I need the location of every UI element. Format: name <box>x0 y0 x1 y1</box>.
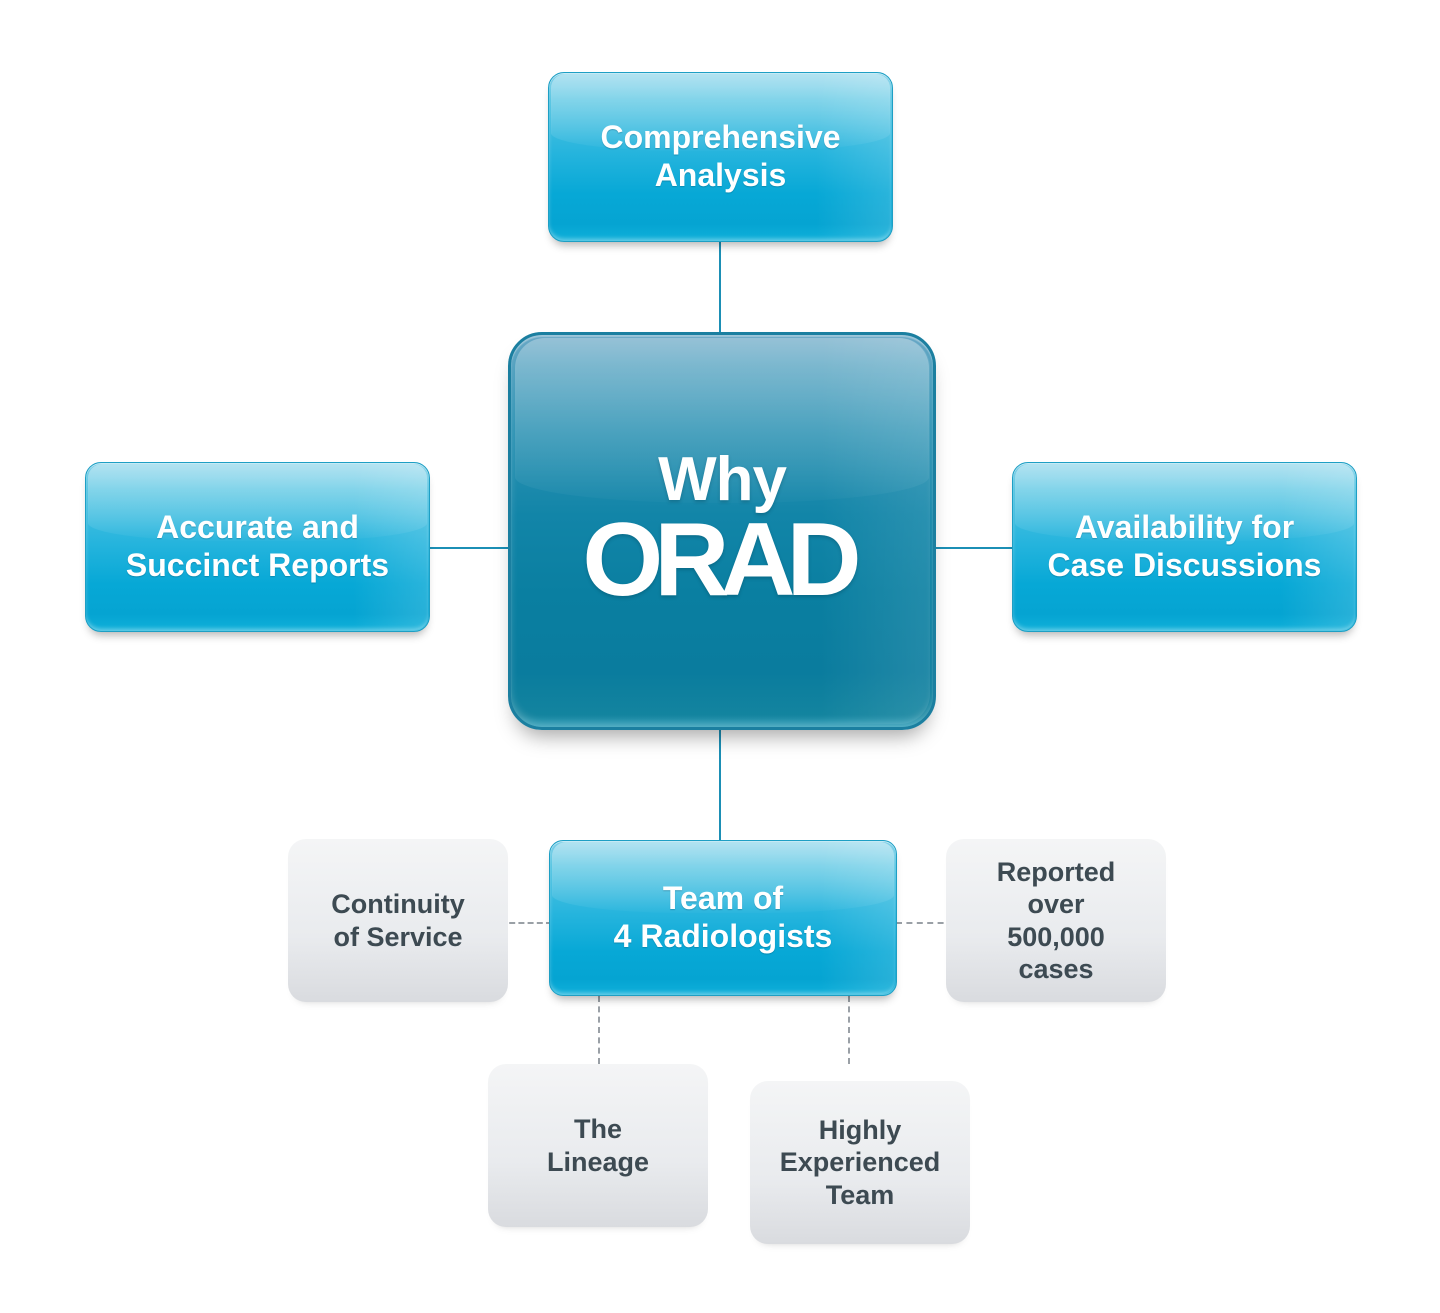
connector-center-to-right <box>934 547 1014 549</box>
center-text-stack: Why ORAD <box>511 444 933 619</box>
connector-team-to-continuity <box>500 922 552 924</box>
connector-center-to-bottom <box>719 730 721 842</box>
node-availability-case-discussions-label: Availability for Case Discussions <box>1047 509 1322 583</box>
connector-team-to-reported <box>896 922 954 924</box>
node-accurate-succinct-reports[interactable]: Accurate and Succinct Reports <box>85 462 430 632</box>
connector-center-to-top <box>719 240 721 332</box>
node-team-of-4-radiologists-label: Team of 4 Radiologists <box>613 880 833 954</box>
node-the-lineage[interactable]: The Lineage <box>488 1064 708 1227</box>
node-continuity-of-service[interactable]: Continuity of Service <box>288 839 508 1002</box>
node-reported-over-500000-cases[interactable]: Reported over 500,000 cases <box>946 839 1166 1002</box>
node-highly-experienced-team-label: Highly Experienced Team <box>779 1114 941 1210</box>
center-why-label: Why <box>658 444 787 514</box>
connector-team-to-highly-experienced <box>848 996 850 1064</box>
node-center-why-orad[interactable]: Why ORAD <box>508 332 936 730</box>
node-reported-over-500000-cases-label: Reported over 500,000 cases <box>996 856 1116 984</box>
node-availability-case-discussions[interactable]: Availability for Case Discussions <box>1012 462 1357 632</box>
connector-center-to-left <box>427 547 512 549</box>
node-highly-experienced-team[interactable]: Highly Experienced Team <box>750 1081 970 1244</box>
node-comprehensive-analysis-label: Comprehensive Analysis <box>600 119 841 193</box>
node-accurate-succinct-reports-label: Accurate and Succinct Reports <box>125 509 390 583</box>
node-continuity-of-service-label: Continuity of Service <box>331 889 465 952</box>
center-orad-logo-label: ORAD <box>582 502 861 619</box>
node-comprehensive-analysis[interactable]: Comprehensive Analysis <box>548 72 893 242</box>
node-team-of-4-radiologists[interactable]: Team of 4 Radiologists <box>549 840 897 996</box>
connector-team-to-lineage <box>598 996 600 1064</box>
node-the-lineage-label: The Lineage <box>546 1114 650 1177</box>
